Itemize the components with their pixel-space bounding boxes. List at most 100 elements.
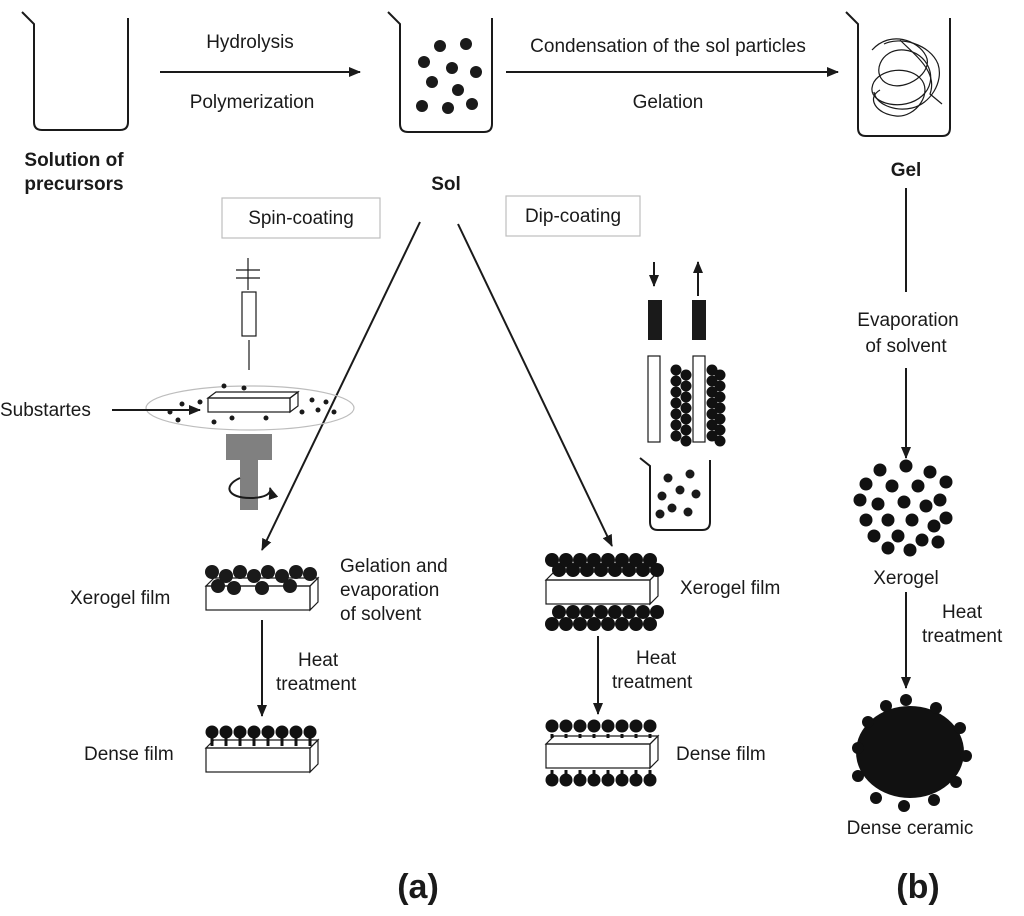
particle — [899, 459, 913, 473]
particle — [615, 719, 629, 733]
particle — [923, 465, 937, 479]
heat-label-dip-line2: treatment — [612, 672, 693, 693]
particle — [573, 773, 587, 787]
spin-coating-label: Spin-coating — [248, 208, 354, 229]
particle — [205, 725, 219, 739]
gelation-evaporation-line1: Gelation and — [340, 556, 448, 577]
xerogel-film-label-dip: Xerogel film — [680, 578, 780, 599]
particle — [680, 369, 692, 381]
particle — [714, 391, 726, 403]
heat-label-b-line1: Heat — [942, 602, 983, 623]
particle — [706, 419, 718, 431]
particle — [552, 605, 566, 619]
particle — [859, 513, 873, 527]
particle — [900, 694, 912, 706]
gelation-evaporation-line2: evaporation — [340, 580, 439, 601]
sol-to-dip-arrow — [457, 223, 613, 547]
spin-coater-icon — [145, 258, 355, 510]
particle — [629, 773, 643, 787]
particle — [615, 773, 629, 787]
particle — [670, 408, 682, 420]
particle — [853, 493, 867, 507]
condensation-label: Condensation of the sol particles — [530, 36, 806, 57]
heat-label-dip-line1: Heat — [636, 648, 677, 669]
particle — [670, 419, 682, 431]
particle — [545, 617, 559, 631]
particle — [629, 617, 643, 631]
dip-coating-box: Dip-coating — [505, 195, 641, 237]
particle — [939, 475, 953, 489]
heat-label-spin-line1: Heat — [298, 650, 339, 671]
particle — [629, 553, 643, 567]
particle — [939, 511, 953, 525]
panel-a-label: (a) — [397, 868, 439, 906]
particle — [594, 563, 608, 577]
particle — [545, 719, 559, 733]
particle — [871, 497, 885, 511]
particle — [573, 617, 587, 631]
particle — [897, 495, 911, 509]
particle — [960, 750, 972, 762]
particle — [680, 413, 692, 425]
panel-b-label: (b) — [896, 868, 939, 906]
particle — [573, 719, 587, 733]
beaker-gel-icon — [845, 11, 951, 137]
particle — [566, 563, 580, 577]
particle — [559, 773, 573, 787]
particle — [587, 617, 601, 631]
particle — [862, 716, 874, 728]
particle — [680, 435, 692, 447]
substrates-label: Substartes — [0, 400, 91, 421]
dip-coater-icon — [639, 261, 726, 531]
particle — [601, 773, 615, 787]
particle — [219, 725, 233, 739]
particle — [915, 533, 929, 547]
dense-ceramic-label: Dense ceramic — [847, 818, 974, 839]
particle — [601, 617, 615, 631]
particle — [587, 553, 601, 567]
particle — [930, 702, 942, 714]
polymerization-label: Polymerization — [190, 92, 315, 113]
particle — [898, 800, 910, 812]
particle — [881, 513, 895, 527]
particle — [706, 364, 718, 376]
particle — [670, 397, 682, 409]
particle — [636, 605, 650, 619]
dip-coating-label: Dip-coating — [525, 206, 621, 227]
hydrolysis-label: Hydrolysis — [206, 32, 294, 53]
particle — [852, 770, 864, 782]
particle — [870, 792, 882, 804]
particle — [885, 479, 899, 493]
particle — [303, 725, 317, 739]
particle — [670, 430, 682, 442]
particle — [622, 605, 636, 619]
particle — [275, 725, 289, 739]
particle — [580, 605, 594, 619]
particle — [580, 563, 594, 577]
xerogel-film-label-spin: Xerogel film — [70, 588, 170, 609]
particle — [650, 563, 664, 577]
particle — [714, 380, 726, 392]
particle — [714, 413, 726, 425]
particle — [233, 725, 247, 739]
particle — [891, 529, 905, 543]
gelation-evaporation-line3: of solvent — [340, 604, 422, 625]
particle — [247, 725, 261, 739]
particle — [601, 719, 615, 733]
dip-dense-film — [544, 719, 660, 787]
particle — [714, 435, 726, 447]
particle — [559, 553, 573, 567]
particle — [903, 543, 917, 557]
particle — [670, 375, 682, 387]
particle — [643, 617, 657, 631]
particle — [622, 563, 636, 577]
particle — [881, 541, 895, 555]
particle — [615, 617, 629, 631]
particle — [714, 402, 726, 414]
beaker-sol-icon — [387, 11, 493, 133]
spin-dense-film — [204, 725, 320, 774]
particle — [680, 402, 692, 414]
particle — [643, 773, 657, 787]
sol-to-spin-arrow — [261, 221, 421, 551]
